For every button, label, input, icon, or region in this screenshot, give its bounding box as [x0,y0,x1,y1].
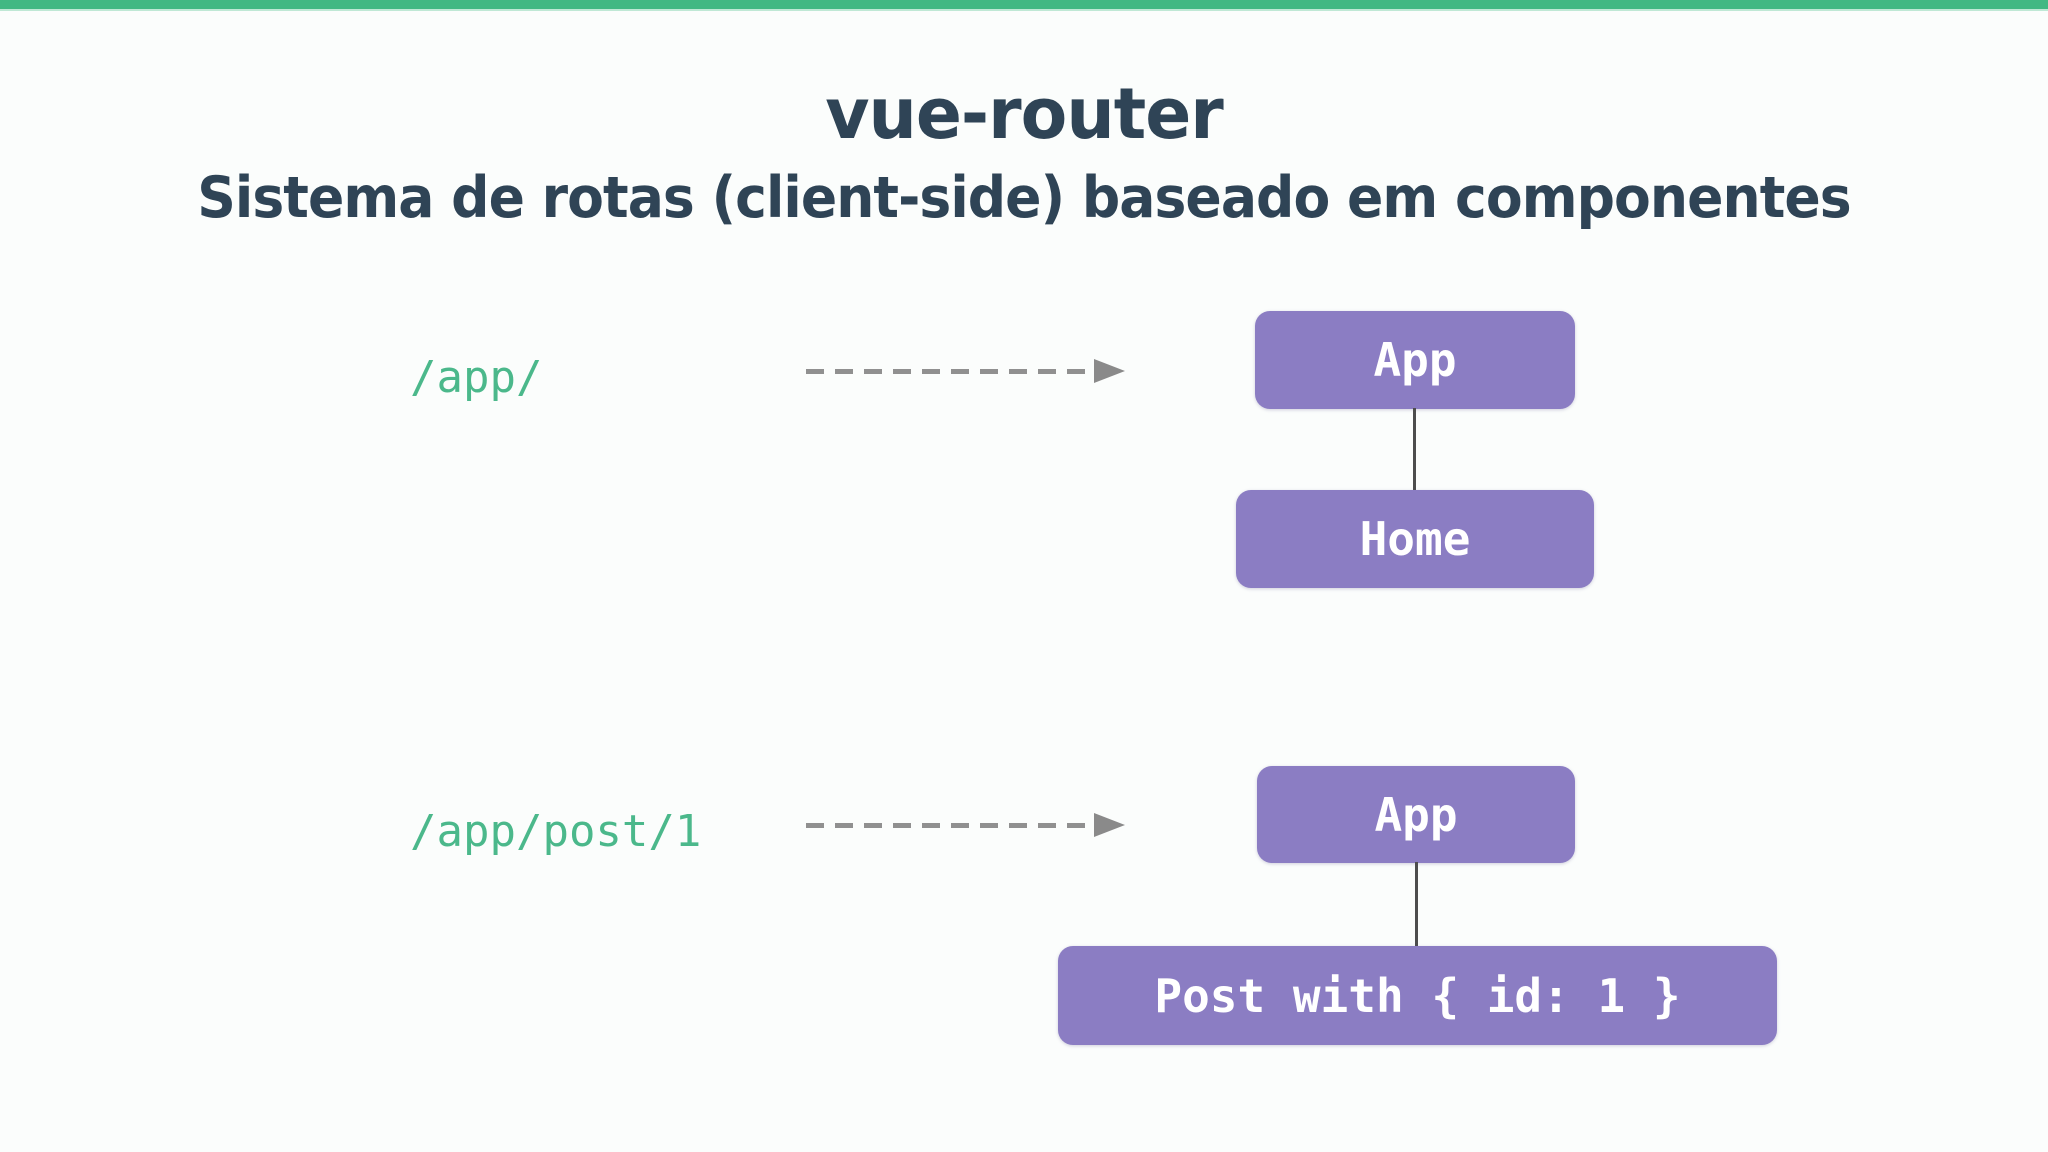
arrow-right-icon [1094,813,1125,837]
dashed-arrow-line [806,823,1087,828]
arrow-right-icon [1094,359,1125,383]
component-label: App [1374,787,1458,842]
component-label: App [1373,333,1457,387]
page-title: vue-router [825,73,1224,155]
parent-child-connector [1415,862,1418,948]
route-path-app-post: /app/post/1 [410,806,702,857]
component-label: Post with { id: 1 } [1154,968,1681,1023]
component-box-home: Home [1236,490,1594,588]
top-accent-bar-glow [0,9,2048,11]
component-label: Home [1359,512,1471,566]
component-box-app: App [1257,766,1575,863]
page-subtitle: Sistema de rotas (client-side) baseado e… [197,165,1851,231]
top-accent-bar [0,0,2048,9]
route-path-app: /app/ [410,352,543,403]
parent-child-connector [1413,408,1416,492]
component-box-app: App [1255,311,1575,409]
dashed-arrow-line [806,369,1087,374]
component-box-post: Post with { id: 1 } [1058,946,1777,1045]
